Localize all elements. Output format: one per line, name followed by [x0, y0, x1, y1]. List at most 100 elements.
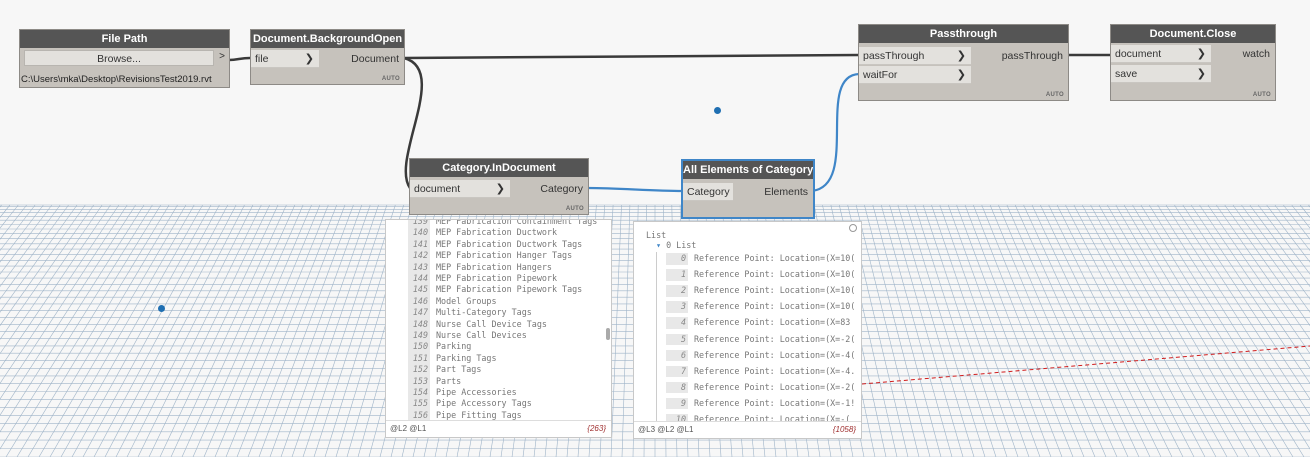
grid-line [1090, 204, 1228, 457]
grid-line [1098, 204, 1239, 457]
output-port-passthrough[interactable]: passThrough [1001, 50, 1063, 62]
input-port-passthrough[interactable]: passThrough ❯ [859, 47, 971, 65]
browse-button[interactable]: Browse... [24, 50, 214, 66]
list-item-text: Reference Point: Location=(X=10( [694, 301, 856, 312]
grid-line [280, 204, 371, 457]
list-item-text: Reference Point: Location=(X=-4. [694, 365, 856, 376]
grid-line [864, 204, 931, 457]
list-index: 7 [666, 365, 688, 378]
output-port-arrow[interactable]: > [219, 51, 225, 62]
list-index: 0 [666, 253, 688, 265]
category-indocument-title: Category.InDocument [410, 159, 588, 177]
input-port-category[interactable]: Category [683, 183, 733, 201]
list-index: 156 [408, 409, 430, 422]
grid-line [0, 204, 103, 355]
grid-line [1107, 204, 1250, 457]
output-port-watch[interactable]: watch [1242, 48, 1270, 60]
chevron-right-icon: ❯ [1196, 48, 1206, 60]
document-close-node[interactable]: Document.Close document ❯ save ❯ watch A… [1110, 24, 1276, 101]
grid-line [872, 204, 942, 457]
grid-line [914, 204, 997, 457]
grid-line [1232, 204, 1310, 313]
list-item-text: MEP Fabrication Hanger Tags [436, 250, 573, 261]
chevron-right-icon: ❯ [495, 183, 505, 195]
input-port-file[interactable]: file ❯ [251, 50, 319, 68]
item-count: {1058} [832, 425, 856, 434]
list-item-text: Reference Point: Location=(X=-2( [694, 381, 856, 392]
grid-line [1031, 204, 1151, 457]
input-port-waitfor[interactable]: waitFor ❯ [859, 66, 971, 84]
grid-axis-line [861, 345, 1310, 385]
list-levels: @L3 @L2 @L1 [638, 425, 694, 434]
grid-line [931, 204, 1019, 457]
background-open-node[interactable]: Document.BackgroundOpen file ❯ Document … [250, 29, 405, 85]
grid-line [214, 204, 321, 457]
grid-line [981, 204, 1085, 457]
grid-line [621, 204, 631, 457]
wire-document-to-passthrough [403, 53, 860, 60]
list-index: 141 [408, 238, 430, 251]
close-icon[interactable] [849, 224, 857, 232]
input-port-save[interactable]: save ❯ [1111, 65, 1211, 83]
file-path-node[interactable]: File Path Browse... > C:\Users\mka\Deskt… [19, 29, 230, 88]
input-port-document[interactable]: document ❯ [410, 180, 510, 198]
canvas-anchor-dot [714, 107, 721, 114]
port-label: save [1115, 68, 1138, 80]
list-index: 154 [408, 387, 430, 399]
collapse-triangle-icon[interactable]: ▾ [656, 240, 662, 250]
grid-line [1266, 204, 1310, 263]
list-item-text: MEP Fabrication Hangers [436, 261, 552, 272]
grid-line [0, 204, 136, 416]
grid-line [1065, 204, 1195, 457]
list-item-text: Reference Point: Location=(X=-( [694, 414, 851, 424]
grid-line [38, 204, 187, 457]
output-port-elements[interactable]: Elements [764, 186, 808, 198]
grid-line [0, 204, 53, 275]
wire-elements-to-waitfor [811, 72, 860, 193]
grid-line [1123, 204, 1272, 457]
list-item-text: Reference Point: Location=(X=10( [694, 285, 856, 296]
grid-line [1182, 204, 1310, 400]
grid-line [880, 204, 953, 457]
all-elements-node[interactable]: All Elements of Category Category Elemen… [681, 159, 815, 219]
list-index: 150 [408, 341, 430, 353]
grid-line [1165, 204, 1310, 433]
grid-line [1014, 204, 1129, 457]
grid-line [989, 204, 1096, 457]
grid-line [16, 204, 170, 457]
preview-scrollbar[interactable] [606, 328, 610, 340]
grid-line [964, 204, 1063, 457]
grid-line [0, 204, 145, 433]
output-port-document[interactable]: Document [351, 53, 399, 65]
port-label: document [1115, 48, 1162, 60]
passthrough-node[interactable]: Passthrough passThrough ❯ waitFor ❯ pass… [858, 24, 1069, 101]
list-index: 152 [408, 364, 430, 376]
grid-line [0, 204, 128, 400]
list-item: 7 Reference Point: Location=(X=-4. [666, 365, 856, 378]
grid-line [1056, 204, 1184, 457]
list-index: 140 [408, 227, 430, 239]
category-indocument-node[interactable]: Category.InDocument document ❯ Category … [409, 158, 589, 215]
grid-line [1249, 204, 1310, 287]
input-port-document[interactable]: document ❯ [1111, 45, 1211, 63]
output-port-category[interactable]: Category [540, 183, 583, 195]
port-label: passThrough [863, 50, 925, 62]
grid-line [1082, 204, 1217, 457]
grid-line [93, 204, 228, 457]
chevron-right-icon: ❯ [956, 50, 966, 62]
grid-line [126, 204, 254, 457]
grid-line [973, 204, 1074, 457]
list-item-text: Multi-Category Tags [436, 307, 532, 318]
passthrough-title: Passthrough [859, 25, 1068, 43]
grid-line [610, 204, 622, 457]
grid-line [0, 204, 94, 340]
